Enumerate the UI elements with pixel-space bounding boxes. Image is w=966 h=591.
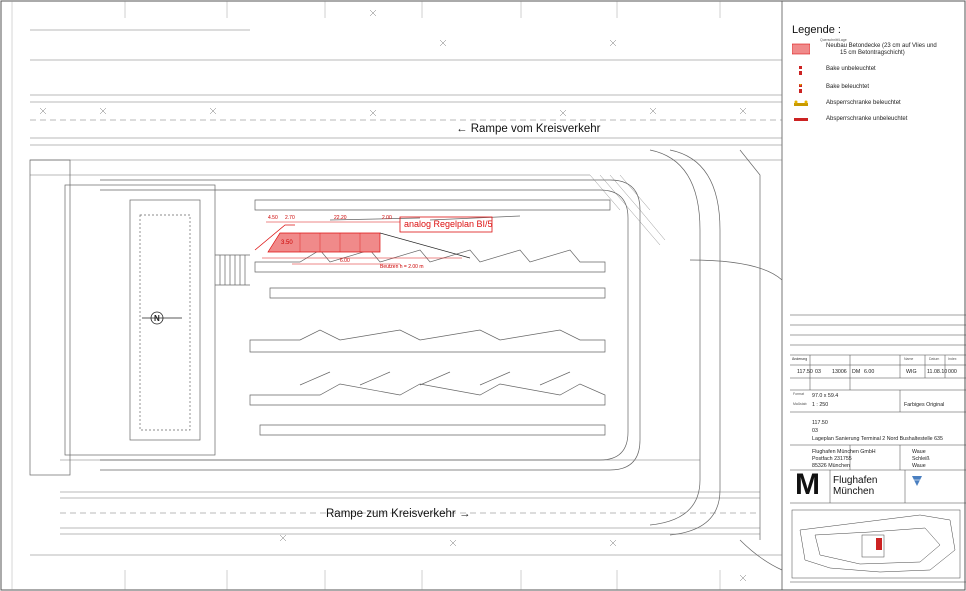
legend-caption: Querschnitt/Lage [820, 38, 847, 42]
tb-cell: 11.08.10 [927, 369, 948, 375]
tb-drawing-title: Lageplan Sanierung Terminal 2 Nord Busha… [812, 436, 943, 442]
tb-original: Farbiges Original [904, 402, 945, 408]
dim-label: 2.00 [382, 215, 392, 221]
company-name: Flughafen München [833, 475, 877, 497]
legend-title: Legende : [792, 24, 841, 36]
tb-owner-3: 85326 München [812, 463, 850, 469]
certification-logo [912, 476, 922, 486]
tb-cell: 03 [812, 428, 818, 434]
annotation-regelplan: analog Regelplan BI/5 [404, 219, 493, 229]
legend-item: Absperrschranke beleuchtet [792, 100, 962, 110]
logo-m: M [795, 468, 820, 501]
legend-item-label: Bake beleuchtet [826, 84, 870, 90]
legend-item-label: Absperrschranke unbeleuchtet [826, 116, 908, 122]
dim-label: 3.50 [281, 240, 293, 246]
arrow-right-icon: → [458, 508, 471, 520]
dim-label: 4.50 [268, 215, 278, 221]
legend-item: Bake unbeleuchtet [792, 66, 962, 76]
tb-header-name: Name [904, 357, 914, 361]
legend-item: Neubau Betondecke (23 cm auf Vlies und 1… [791, 43, 962, 63]
tb-format-label: Format [793, 392, 805, 396]
company-line-1: Flughafen [833, 475, 878, 486]
ramp-bottom-label: Rampe zum Kreisverkehr → [326, 508, 470, 520]
legend-item-label: Neubau Betondecke (23 cm auf Vlies und [826, 43, 937, 49]
legend-item-label: Bake unbeleuchtet [826, 66, 876, 72]
tb-cell: 6.00 [864, 369, 875, 375]
barrier-lit-icon [794, 100, 808, 110]
north-arrow-label: N [154, 314, 160, 323]
dim-label: Beutzen h = 2.00 m [380, 264, 424, 270]
bake-lit-icon [799, 83, 803, 95]
new-concrete-area [254, 216, 493, 265]
tb-header-index: Index [948, 357, 957, 361]
legend-item: Bake beleuchtet [792, 83, 962, 95]
company-line-2: München [833, 486, 875, 497]
title-block-frame [790, 314, 966, 583]
legend-item: Absperrschranke unbeleuchtet [792, 116, 962, 126]
dim-label: 6.00 [340, 258, 350, 264]
tb-format: 97.0 x 59.4 [812, 393, 839, 399]
tb-cell: 000 [948, 369, 957, 375]
tb-cell: 03 [815, 369, 821, 375]
ramp-bottom-text: Rampe zum Kreisverkehr [326, 508, 456, 520]
tb-header: Änderung [792, 357, 808, 361]
arrow-left-icon: ← [456, 123, 468, 135]
tb-cell: DM [852, 369, 861, 375]
tb-scale: 1 : 250 [812, 402, 829, 408]
ramp-top-label: ← Rampe vom Kreisverkehr [456, 123, 600, 135]
legend-item-label-2: 15 cm Betontragschicht) [840, 50, 905, 56]
barrier-unlit-icon [794, 116, 808, 124]
north-arrow [142, 311, 182, 325]
tb-cell: WIG [906, 369, 917, 375]
legend-item-label: Absperrschranke beleuchtet [826, 100, 901, 106]
tb-owner-1: Flughafen München GmbH [812, 449, 876, 455]
bake-unlit-icon [799, 66, 803, 77]
tb-header-date: Datum [929, 357, 940, 361]
tb-sign-1: Waue [912, 449, 926, 455]
ramp-top-text: Rampe vom Kreisverkehr [470, 123, 601, 135]
tb-cell: 117.50 [812, 420, 828, 426]
tb-cell: 117.50 [797, 369, 813, 375]
tb-cell: 13006 [832, 369, 847, 375]
tb-scale-label: Maßstab [793, 402, 807, 406]
tb-sign-3: Waue [912, 463, 926, 469]
tb-owner-2: Postfach 231755 [812, 456, 852, 462]
tb-sign-2: Schleiß [912, 456, 930, 462]
dim-label: 2.70 [285, 215, 295, 221]
dim-label: 22.20 [334, 215, 347, 221]
